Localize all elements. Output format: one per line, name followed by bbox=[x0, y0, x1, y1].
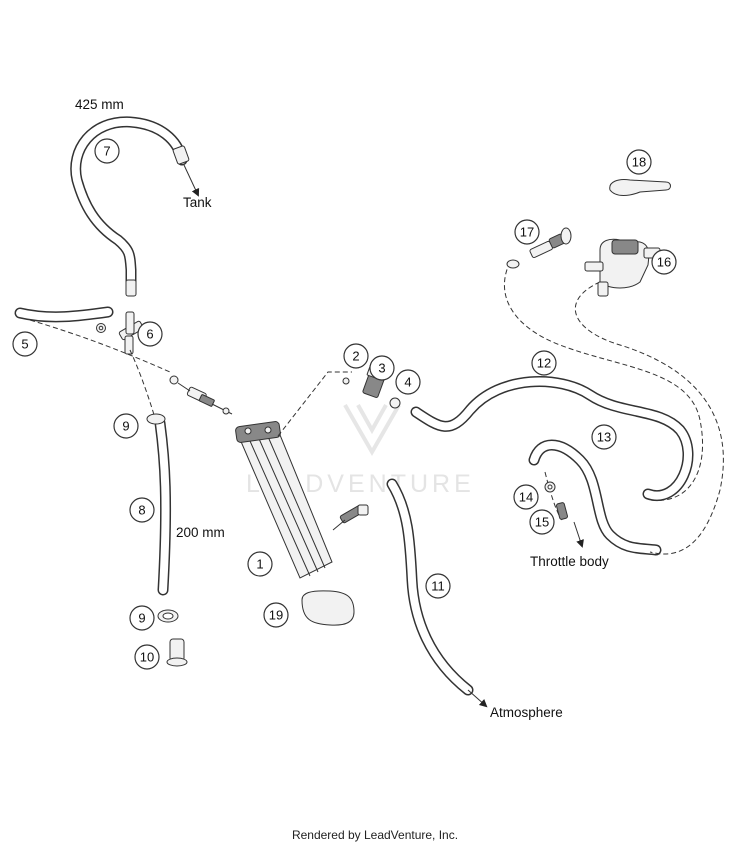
label-tank: Tank bbox=[183, 195, 212, 210]
callout-2: 2 bbox=[343, 343, 369, 369]
callout-17: 17 bbox=[514, 219, 540, 245]
svg-text:18: 18 bbox=[632, 155, 646, 170]
svg-text:11: 11 bbox=[431, 579, 445, 594]
routing-line-6-8 bbox=[129, 349, 156, 419]
svg-text:6: 6 bbox=[146, 327, 153, 342]
callout-9-upper: 9 bbox=[113, 413, 139, 439]
hose-13 bbox=[528, 439, 662, 556]
hose-12 bbox=[410, 376, 694, 501]
callout-4: 4 bbox=[395, 369, 421, 395]
svg-text:15: 15 bbox=[535, 515, 549, 530]
callout-16: 16 bbox=[651, 249, 677, 275]
callout-11: 11 bbox=[425, 573, 451, 599]
callout-14: 14 bbox=[513, 484, 539, 510]
fitting-10 bbox=[166, 638, 188, 667]
svg-text:1: 1 bbox=[256, 557, 263, 572]
svg-text:7: 7 bbox=[103, 144, 110, 159]
svg-text:5: 5 bbox=[21, 337, 28, 352]
svg-text:12: 12 bbox=[537, 356, 551, 371]
arrow-to-atmosphere bbox=[467, 689, 488, 708]
callout-7: 7 bbox=[94, 138, 120, 164]
hose-7 bbox=[70, 116, 190, 297]
label-425mm: 425 mm bbox=[75, 97, 124, 112]
svg-text:9: 9 bbox=[122, 419, 129, 434]
fitting-chain bbox=[169, 375, 233, 415]
callout-13: 13 bbox=[591, 424, 617, 450]
fitting-15 bbox=[556, 502, 568, 520]
label-throttle-body: Throttle body bbox=[530, 554, 609, 569]
callout-3: 3 bbox=[369, 355, 395, 381]
callout-5: 5 bbox=[12, 331, 38, 357]
svg-text:8: 8 bbox=[138, 503, 145, 518]
callout-18: 18 bbox=[626, 149, 652, 175]
connector-17 bbox=[506, 227, 572, 269]
arrow-to-tank bbox=[183, 164, 200, 197]
t-fitting-6 bbox=[96, 311, 144, 355]
footer-credit: Rendered by LeadVenture, Inc. bbox=[291, 828, 459, 842]
canister-connector bbox=[332, 504, 369, 531]
callout-12: 12 bbox=[531, 350, 557, 376]
arrow-to-throttle-body bbox=[573, 521, 584, 548]
clamp-9-lower bbox=[157, 609, 179, 623]
svg-text:19: 19 bbox=[269, 608, 283, 623]
callout-19: 19 bbox=[263, 602, 289, 628]
canister-1 bbox=[235, 421, 333, 579]
label-atmosphere: Atmosphere bbox=[490, 705, 563, 720]
svg-text:17: 17 bbox=[520, 225, 534, 240]
svg-text:2: 2 bbox=[352, 349, 359, 364]
svg-text:10: 10 bbox=[140, 650, 154, 665]
svg-text:9: 9 bbox=[138, 611, 145, 626]
routing-line-17 bbox=[504, 261, 704, 501]
callout-6: 6 bbox=[137, 321, 163, 347]
svg-text:16: 16 bbox=[657, 255, 671, 270]
routing-line-1-2 bbox=[277, 371, 352, 437]
svg-text:13: 13 bbox=[597, 430, 611, 445]
svg-text:4: 4 bbox=[404, 375, 411, 390]
routing-line-5-6 bbox=[29, 319, 171, 373]
clamp-14 bbox=[544, 481, 556, 493]
hose-5 bbox=[14, 306, 114, 323]
callout-8: 8 bbox=[129, 497, 155, 523]
cover-19 bbox=[301, 590, 355, 626]
hose-8 bbox=[146, 413, 172, 596]
callout-1: 1 bbox=[247, 551, 273, 577]
label-200mm: 200 mm bbox=[176, 525, 225, 540]
svg-text:14: 14 bbox=[519, 490, 533, 505]
valve-16 bbox=[584, 238, 661, 297]
callout-15: 15 bbox=[529, 509, 555, 535]
routing-line-16 bbox=[574, 281, 724, 555]
hose-11 bbox=[386, 478, 474, 696]
svg-text:3: 3 bbox=[378, 361, 385, 376]
callout-9-lower: 9 bbox=[129, 605, 155, 631]
bracket-18 bbox=[609, 179, 671, 196]
callout-10: 10 bbox=[134, 644, 160, 670]
